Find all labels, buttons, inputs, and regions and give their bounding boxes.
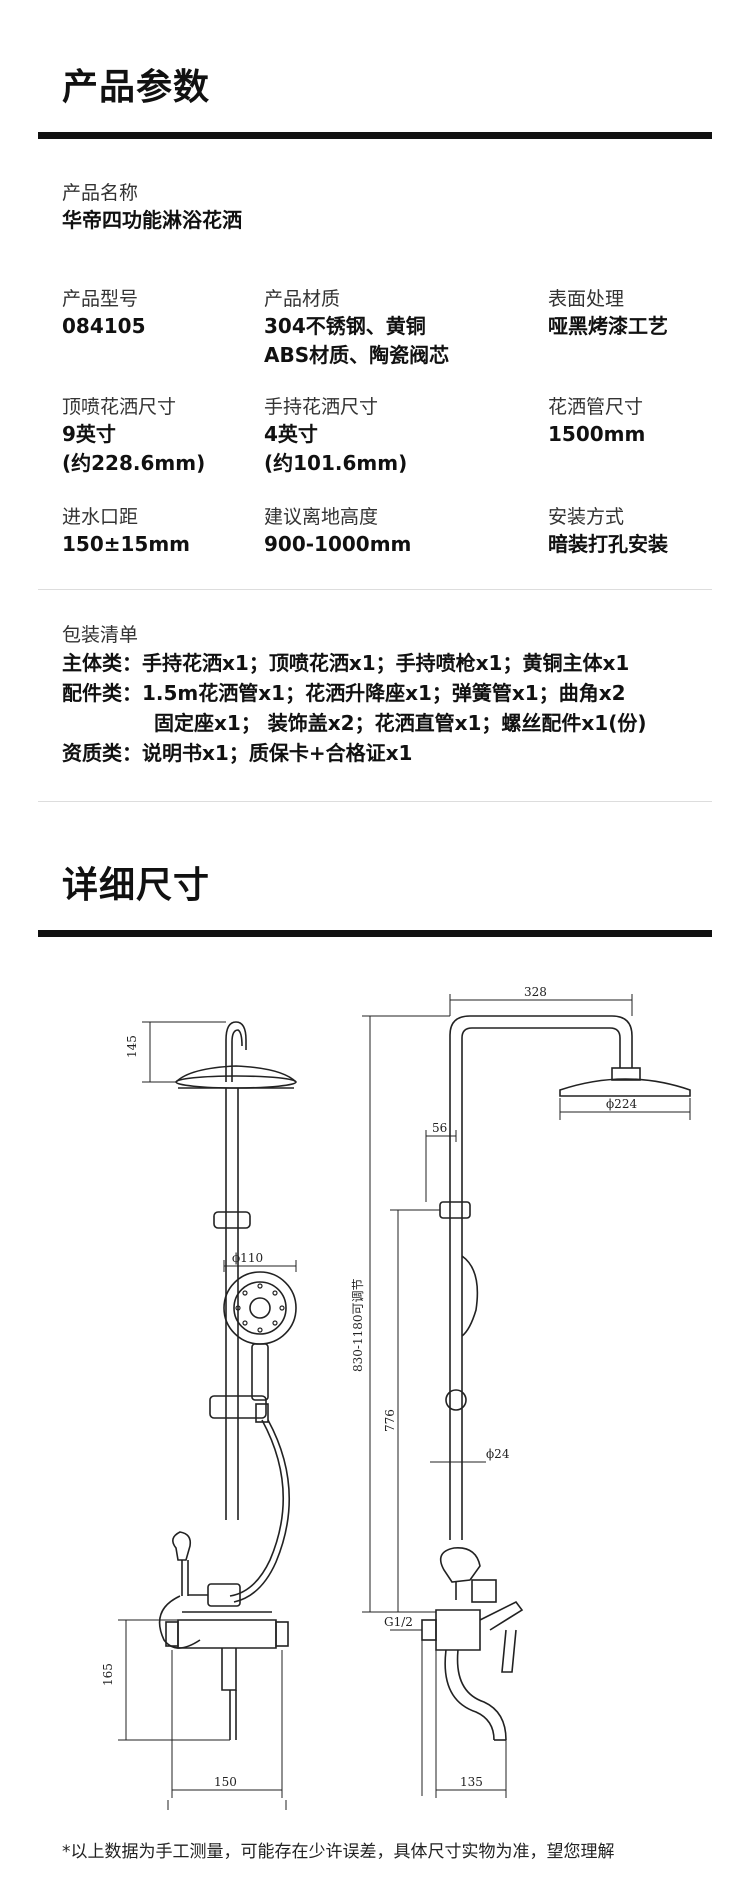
dim-110: ϕ110 <box>232 1251 263 1265</box>
divider <box>38 589 712 590</box>
package-row-key: 资质类： <box>62 741 142 765</box>
package-row: 主体类：手持花洒x1；顶喷花洒x1；手持喷枪x1；黄铜主体x1 <box>62 648 629 678</box>
param-value: (约101.6mm) <box>264 451 408 475</box>
param-value: 9英寸 <box>62 422 116 446</box>
param-label: 建议离地高度 <box>264 506 379 528</box>
section-title-params: 产品参数 <box>62 67 211 108</box>
section-title-dimensions: 详细尺寸 <box>62 865 211 906</box>
package-row: 配件类：1.5m花洒管x1；花洒升降座x1；弹簧管x1；曲角x2 <box>62 678 626 708</box>
footnote: *以上数据为手工测量，可能存在少许误差，具体尺寸实物为准，望您理解 <box>62 1842 615 1862</box>
param-value: 304不锈钢、黄铜 <box>264 314 426 338</box>
param-label: 手持花洒尺寸 <box>264 396 379 418</box>
dim-145: 145 <box>125 1035 139 1058</box>
param-value: 暗装打孔安装 <box>548 532 668 556</box>
package-row-text: 手持花洒x1；顶喷花洒x1；手持喷枪x1；黄铜主体x1 <box>142 651 630 675</box>
section-divider-bar <box>38 132 712 139</box>
param-label: 进水口距 <box>62 506 139 528</box>
param-label: 花洒管尺寸 <box>548 396 644 418</box>
front-view <box>158 1021 297 1740</box>
dim-165: 165 <box>101 1663 115 1686</box>
param-value: (约228.6mm) <box>62 451 206 475</box>
param-value: ABS材质、陶瓷阀芯 <box>264 343 450 367</box>
dim-135: 135 <box>460 1775 483 1789</box>
package-row: 资质类：说明书x1；质保卡+合格证x1 <box>62 738 412 768</box>
dim-224: ϕ224 <box>606 1097 637 1111</box>
package-row: 固定座x1； 装饰盖x2；花洒直管x1；螺丝配件x1(份) <box>154 708 647 738</box>
side-view <box>421 1015 691 1741</box>
product-name-value: 华帝四功能淋浴花洒 <box>62 208 242 232</box>
param-value: 150±15mm <box>62 532 191 556</box>
dim-150: 150 <box>214 1775 237 1789</box>
param-value: 哑黑烤漆工艺 <box>548 314 668 338</box>
package-title: 包装清单 <box>62 624 139 646</box>
package-row-text: 固定座x1； 装饰盖x2；花洒直管x1；螺丝配件x1(份) <box>154 711 647 735</box>
product-name-label: 产品名称 <box>62 182 139 204</box>
param-label: 安装方式 <box>548 506 625 528</box>
dim-24: ϕ24 <box>486 1447 510 1461</box>
param-label: 表面处理 <box>548 288 625 310</box>
package-row-text: 说明书x1；质保卡+合格证x1 <box>142 741 413 765</box>
param-label: 顶喷花洒尺寸 <box>62 396 177 418</box>
front-dimensions <box>118 1021 297 1810</box>
side-dimensions <box>362 994 691 1798</box>
dim-328: 328 <box>524 985 547 999</box>
param-value: 084105 <box>62 314 146 338</box>
dim-56: 56 <box>432 1121 447 1135</box>
package-row-key: 主体类： <box>62 651 142 675</box>
param-value: 4英寸 <box>264 422 318 446</box>
dim-830-1180: 830-1180可调节 <box>351 1279 365 1373</box>
package-row-text: 1.5m花洒管x1；花洒升降座x1；弹簧管x1；曲角x2 <box>142 681 626 705</box>
param-value: 1500mm <box>548 422 646 446</box>
param-label: 产品型号 <box>62 288 139 310</box>
param-value: 900-1000mm <box>264 532 412 556</box>
divider <box>38 801 712 802</box>
param-label: 产品材质 <box>264 288 341 310</box>
package-row-key: 配件类： <box>62 681 142 705</box>
dim-g12: G1/2 <box>384 1615 413 1629</box>
dimension-drawing: 145 ϕ110 165 150 200 <box>101 985 691 1810</box>
section-divider-bar <box>38 930 712 937</box>
dim-776: 776 <box>383 1409 397 1432</box>
